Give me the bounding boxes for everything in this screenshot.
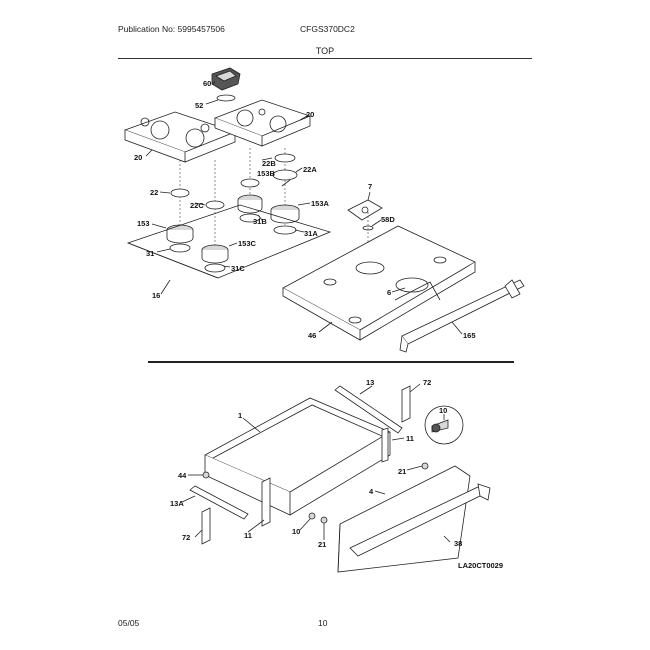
section-divider xyxy=(148,361,514,363)
callout-153c: 153C xyxy=(238,239,257,248)
callout-13a: 13A xyxy=(170,499,184,508)
callout-21-right: 21 xyxy=(398,467,406,476)
callout-21-lower: 21 xyxy=(318,540,326,549)
callout-10-lower: 10 xyxy=(292,527,300,536)
callout-11-lower: 11 xyxy=(244,531,252,540)
section-title: TOP xyxy=(315,46,335,56)
publication-number: Publication No: 5995457506 xyxy=(118,24,225,34)
callout-16: 16 xyxy=(152,291,160,300)
part-10-screw-lower xyxy=(308,512,316,520)
callout-31c: 31C xyxy=(231,264,245,273)
callout-153b: 153B xyxy=(257,169,276,178)
header-rule xyxy=(118,58,532,59)
callout-leaders xyxy=(145,81,463,543)
part-60-cap xyxy=(211,67,241,102)
callout-20-right: 20 xyxy=(306,110,314,119)
callout-22a: 22A xyxy=(303,165,317,174)
callout-153a: 153A xyxy=(311,199,330,208)
figure-code: LA20CT0029 xyxy=(458,561,503,570)
callout-52: 52 xyxy=(195,101,203,110)
callout-4: 4 xyxy=(369,487,374,496)
callout-31b: 31B xyxy=(253,217,267,226)
callout-22c: 22C xyxy=(190,201,204,210)
callout-72-lower: 72 xyxy=(182,533,190,542)
callout-38: 38 xyxy=(454,539,462,548)
part-13-rail xyxy=(334,385,403,434)
part-165-rail xyxy=(399,279,525,353)
model-number: CFGS370DC2 xyxy=(300,24,355,34)
callout-22: 22 xyxy=(150,188,158,197)
part-21-clip-lower xyxy=(320,516,328,524)
part-44-stop xyxy=(202,471,210,479)
callout-60: 60 xyxy=(203,79,211,88)
callout-46: 46 xyxy=(308,331,316,340)
callout-20-left: 20 xyxy=(134,153,142,162)
footer-page-number: 10 xyxy=(318,618,328,628)
part-1-drawer-body xyxy=(204,397,391,527)
part-20-grate-left xyxy=(123,111,237,163)
callout-7: 7 xyxy=(368,182,372,191)
callout-31a: 31A xyxy=(304,229,318,238)
part-20-grate-right xyxy=(213,99,312,147)
footer-date: 05/05 xyxy=(118,618,140,628)
callout-31: 31 xyxy=(146,249,154,258)
callout-153: 153 xyxy=(137,219,150,228)
burner-heads xyxy=(166,194,300,273)
callout-22b: 22B xyxy=(262,159,276,168)
callout-1: 1 xyxy=(238,411,242,420)
callout-11-upper: 11 xyxy=(406,434,414,443)
callout-10-detail: 10 xyxy=(439,406,447,415)
callout-72-upper: 72 xyxy=(423,378,431,387)
part-72-clip-lower xyxy=(201,507,211,545)
part-13a-rail xyxy=(189,485,249,520)
part-21-clip-right xyxy=(421,462,429,470)
callout-44: 44 xyxy=(178,471,187,480)
burner-caps xyxy=(170,153,298,210)
part-4-drawer-front xyxy=(337,465,491,573)
callout-6: 6 xyxy=(387,288,391,297)
callout-13: 13 xyxy=(366,378,374,387)
part-10-screw-detail xyxy=(424,405,464,445)
callout-58d: 58D xyxy=(381,215,395,224)
part-46-burner-box xyxy=(282,225,476,341)
part-72-clip-upper xyxy=(401,385,411,423)
callout-165: 165 xyxy=(463,331,476,340)
